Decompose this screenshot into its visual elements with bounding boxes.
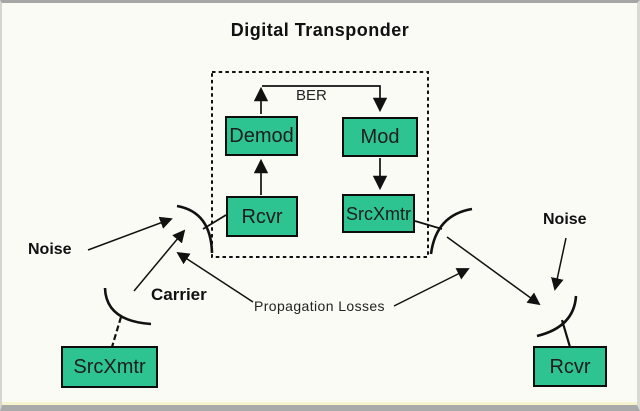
propagation-losses-label: Propagation Losses	[254, 298, 385, 314]
block-demod: Demod	[225, 116, 298, 156]
ber-label: BER	[296, 87, 327, 104]
block-srcxmtr-ground: SrcXmtr	[61, 346, 158, 388]
satellite-left-dish-arc	[176, 204, 214, 254]
diagram-title: Digital Transponder	[230, 20, 410, 40]
satellite-right-dish-arc	[429, 207, 473, 255]
propagation-losses-right-arrow	[393, 268, 470, 307]
block-rcvr-ground: Rcvr	[533, 346, 607, 387]
satellite-left-dish-feed-line	[202, 214, 227, 230]
carrier-uplink-arrow	[133, 229, 186, 292]
transponder-dashed-boundary	[211, 71, 429, 258]
noise-label-right: Noise	[543, 211, 587, 228]
carrier-label: Carrier	[151, 285, 207, 304]
block-srcxmtr-transponder: SrcXmtr	[342, 194, 415, 233]
ber-to-mod-connector	[262, 85, 388, 113]
ground-rx-dish-arc	[536, 295, 578, 338]
propagation-losses-left-arrow	[176, 251, 254, 303]
ground-tx-dish-feed-line	[110, 316, 123, 348]
ground-rx-dish-feed-line	[560, 319, 572, 348]
ground-tx-dish-arc	[103, 287, 152, 326]
block-rcvr-transponder: Rcvr	[226, 196, 298, 237]
frame-bottom-strip	[2, 402, 637, 405]
noise-right-arrow	[551, 237, 567, 291]
block-mod: Mod	[342, 117, 418, 157]
downlink-arrow	[446, 236, 541, 306]
noise-left-arrow	[87, 216, 173, 251]
satellite-right-dish-feed-line	[414, 220, 443, 230]
noise-label-left: Noise	[28, 241, 72, 258]
